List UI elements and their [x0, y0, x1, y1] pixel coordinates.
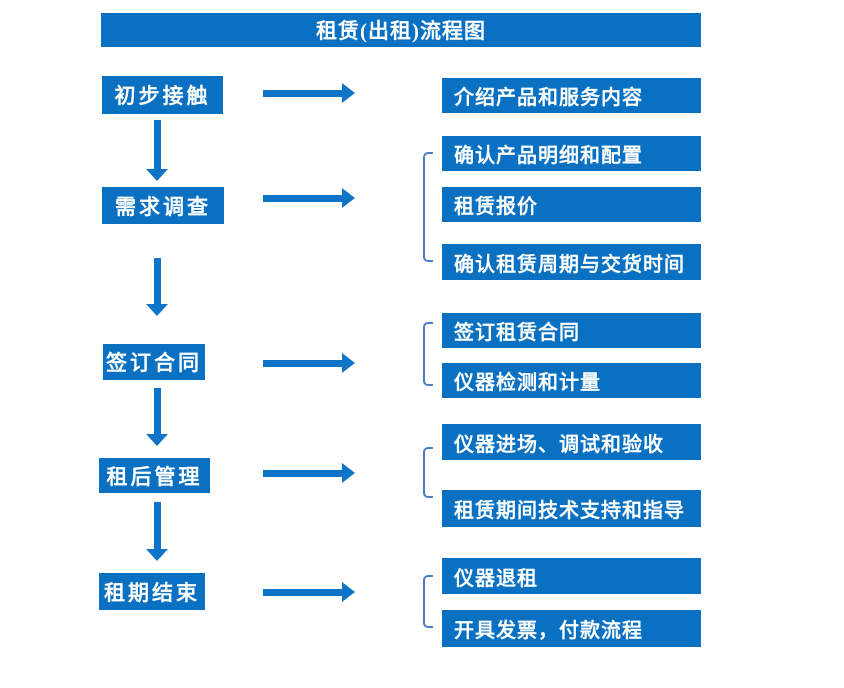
arrow-right-icon-2	[263, 188, 355, 208]
arrow-shaft	[153, 502, 161, 550]
detail-technical-support-guidance: 租赁期间技术支持和指导	[442, 490, 701, 527]
arrow-head	[342, 582, 355, 602]
detail-instrument-entry-debug-acceptance: 仪器进场、调试和验收	[442, 424, 701, 460]
arrow-head	[146, 549, 168, 561]
detail-instrument-return: 仪器退租	[442, 558, 701, 594]
group-bracket-rental-end	[423, 575, 433, 628]
arrow-head	[342, 463, 355, 483]
detail-confirm-product-details: 确认产品明细和配置	[442, 136, 701, 171]
arrow-head	[146, 434, 168, 446]
group-bracket-demand-survey	[423, 152, 433, 262]
arrow-right-icon-1	[263, 83, 355, 103]
detail-rental-quote: 租赁报价	[442, 187, 701, 222]
arrow-right-icon-5	[263, 582, 355, 602]
detail-confirm-rental-period-delivery: 确认租赁周期与交货时间	[442, 244, 701, 280]
arrow-shaft	[153, 388, 161, 435]
detail-sign-rental-contract: 签订租赁合同	[442, 313, 701, 348]
step-sign-contract: 签订合同	[103, 344, 205, 380]
arrow-head	[146, 304, 168, 316]
arrow-down-icon-1	[146, 120, 168, 181]
arrow-shaft	[263, 469, 344, 477]
arrow-shaft	[263, 89, 344, 97]
arrow-right-icon-3	[263, 353, 355, 373]
arrow-shaft	[263, 194, 344, 202]
arrow-head	[342, 188, 355, 208]
step-demand-survey: 需求调查	[102, 187, 224, 224]
arrow-head	[342, 353, 355, 373]
arrow-down-icon-4	[146, 502, 168, 561]
arrow-shaft	[153, 258, 161, 305]
step-initial-contact: 初步接触	[102, 76, 223, 114]
arrow-shaft	[263, 588, 344, 596]
step-post-rental-management: 租后管理	[99, 458, 210, 493]
step-rental-end: 租期结束	[99, 573, 205, 610]
arrow-head	[146, 169, 168, 181]
arrow-head	[342, 83, 355, 103]
detail-introduce-products-services: 介绍产品和服务内容	[442, 78, 701, 113]
arrow-right-icon-4	[263, 463, 355, 483]
arrow-down-icon-2	[146, 258, 168, 316]
group-bracket-post-rental	[423, 447, 433, 498]
arrow-down-icon-3	[146, 388, 168, 446]
flowchart-title: 租赁(出租)流程图	[101, 13, 701, 47]
detail-instrument-testing-metering: 仪器检测和计量	[442, 363, 701, 398]
arrow-shaft	[263, 359, 344, 367]
group-bracket-sign-contract	[423, 322, 433, 386]
detail-invoice-payment-process: 开具发票，付款流程	[442, 610, 701, 647]
arrow-shaft	[153, 120, 161, 170]
